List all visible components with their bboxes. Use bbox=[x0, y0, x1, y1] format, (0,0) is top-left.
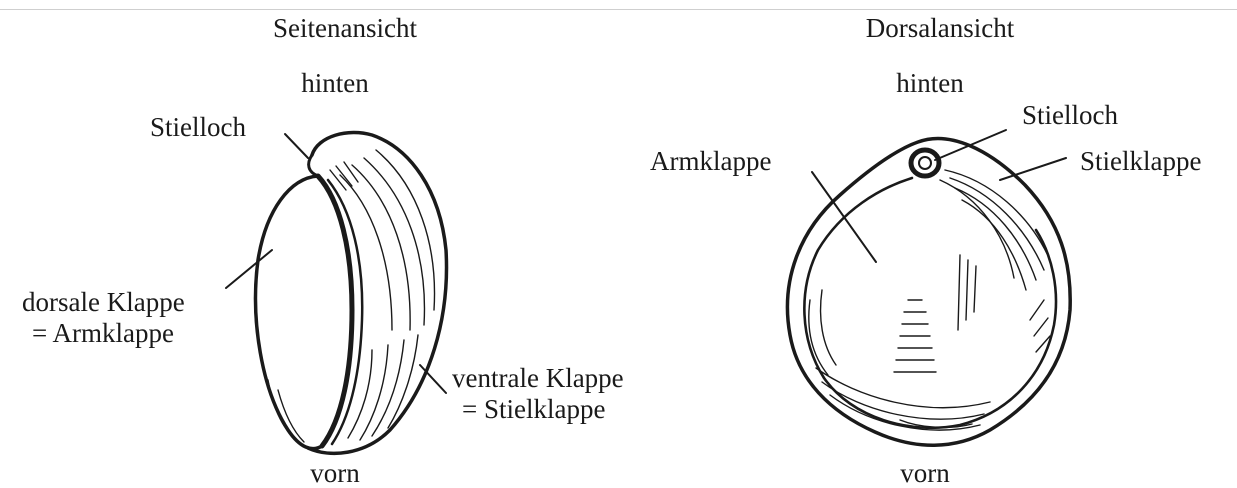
dorsal-view-top-label: hinten bbox=[865, 68, 995, 98]
dorsal-outer-outline bbox=[787, 139, 1070, 446]
side-dorsal-shading bbox=[268, 380, 304, 442]
dorsal-hatching bbox=[809, 170, 1050, 430]
dorsal-pedicle-foramen bbox=[911, 150, 939, 176]
dorsal-pedicle-foramen-inner bbox=[919, 157, 931, 169]
dorsal-view-shell bbox=[787, 139, 1070, 446]
dorsal-stielloch-label: Stielloch bbox=[1022, 100, 1118, 130]
side-ventral-label-line1: ventrale Klappe bbox=[452, 363, 624, 393]
dorsal-stielklappe-label: Stielklappe bbox=[1080, 146, 1201, 176]
side-beak bbox=[309, 155, 318, 176]
leader-dorsal-armklappe bbox=[812, 172, 876, 262]
leader-side-dorsal bbox=[226, 250, 272, 288]
side-view-shell bbox=[256, 132, 447, 453]
dorsal-view-bottom-label: vorn bbox=[870, 458, 980, 488]
dorsal-view-title: Dorsalansicht bbox=[835, 13, 1045, 43]
leader-dorsal-stielloch bbox=[935, 130, 1006, 160]
side-view-top-label: hinten bbox=[270, 68, 400, 98]
dorsal-armklappe-label: Armklappe bbox=[650, 146, 771, 176]
side-dorsal-label-line2: = Armklappe bbox=[32, 318, 174, 348]
side-view-bottom-label: vorn bbox=[280, 458, 390, 488]
leader-side-stielloch bbox=[285, 134, 308, 158]
side-ventral-label-line2: = Stielklappe bbox=[462, 394, 605, 424]
side-commissure-inner bbox=[328, 180, 362, 444]
side-dorsal-label-line1: dorsale Klappe bbox=[22, 287, 185, 317]
side-dorsal-valve-outline bbox=[256, 176, 322, 449]
side-view-title: Seitenansicht bbox=[240, 13, 450, 43]
side-stielloch-label: Stielloch bbox=[150, 112, 246, 142]
